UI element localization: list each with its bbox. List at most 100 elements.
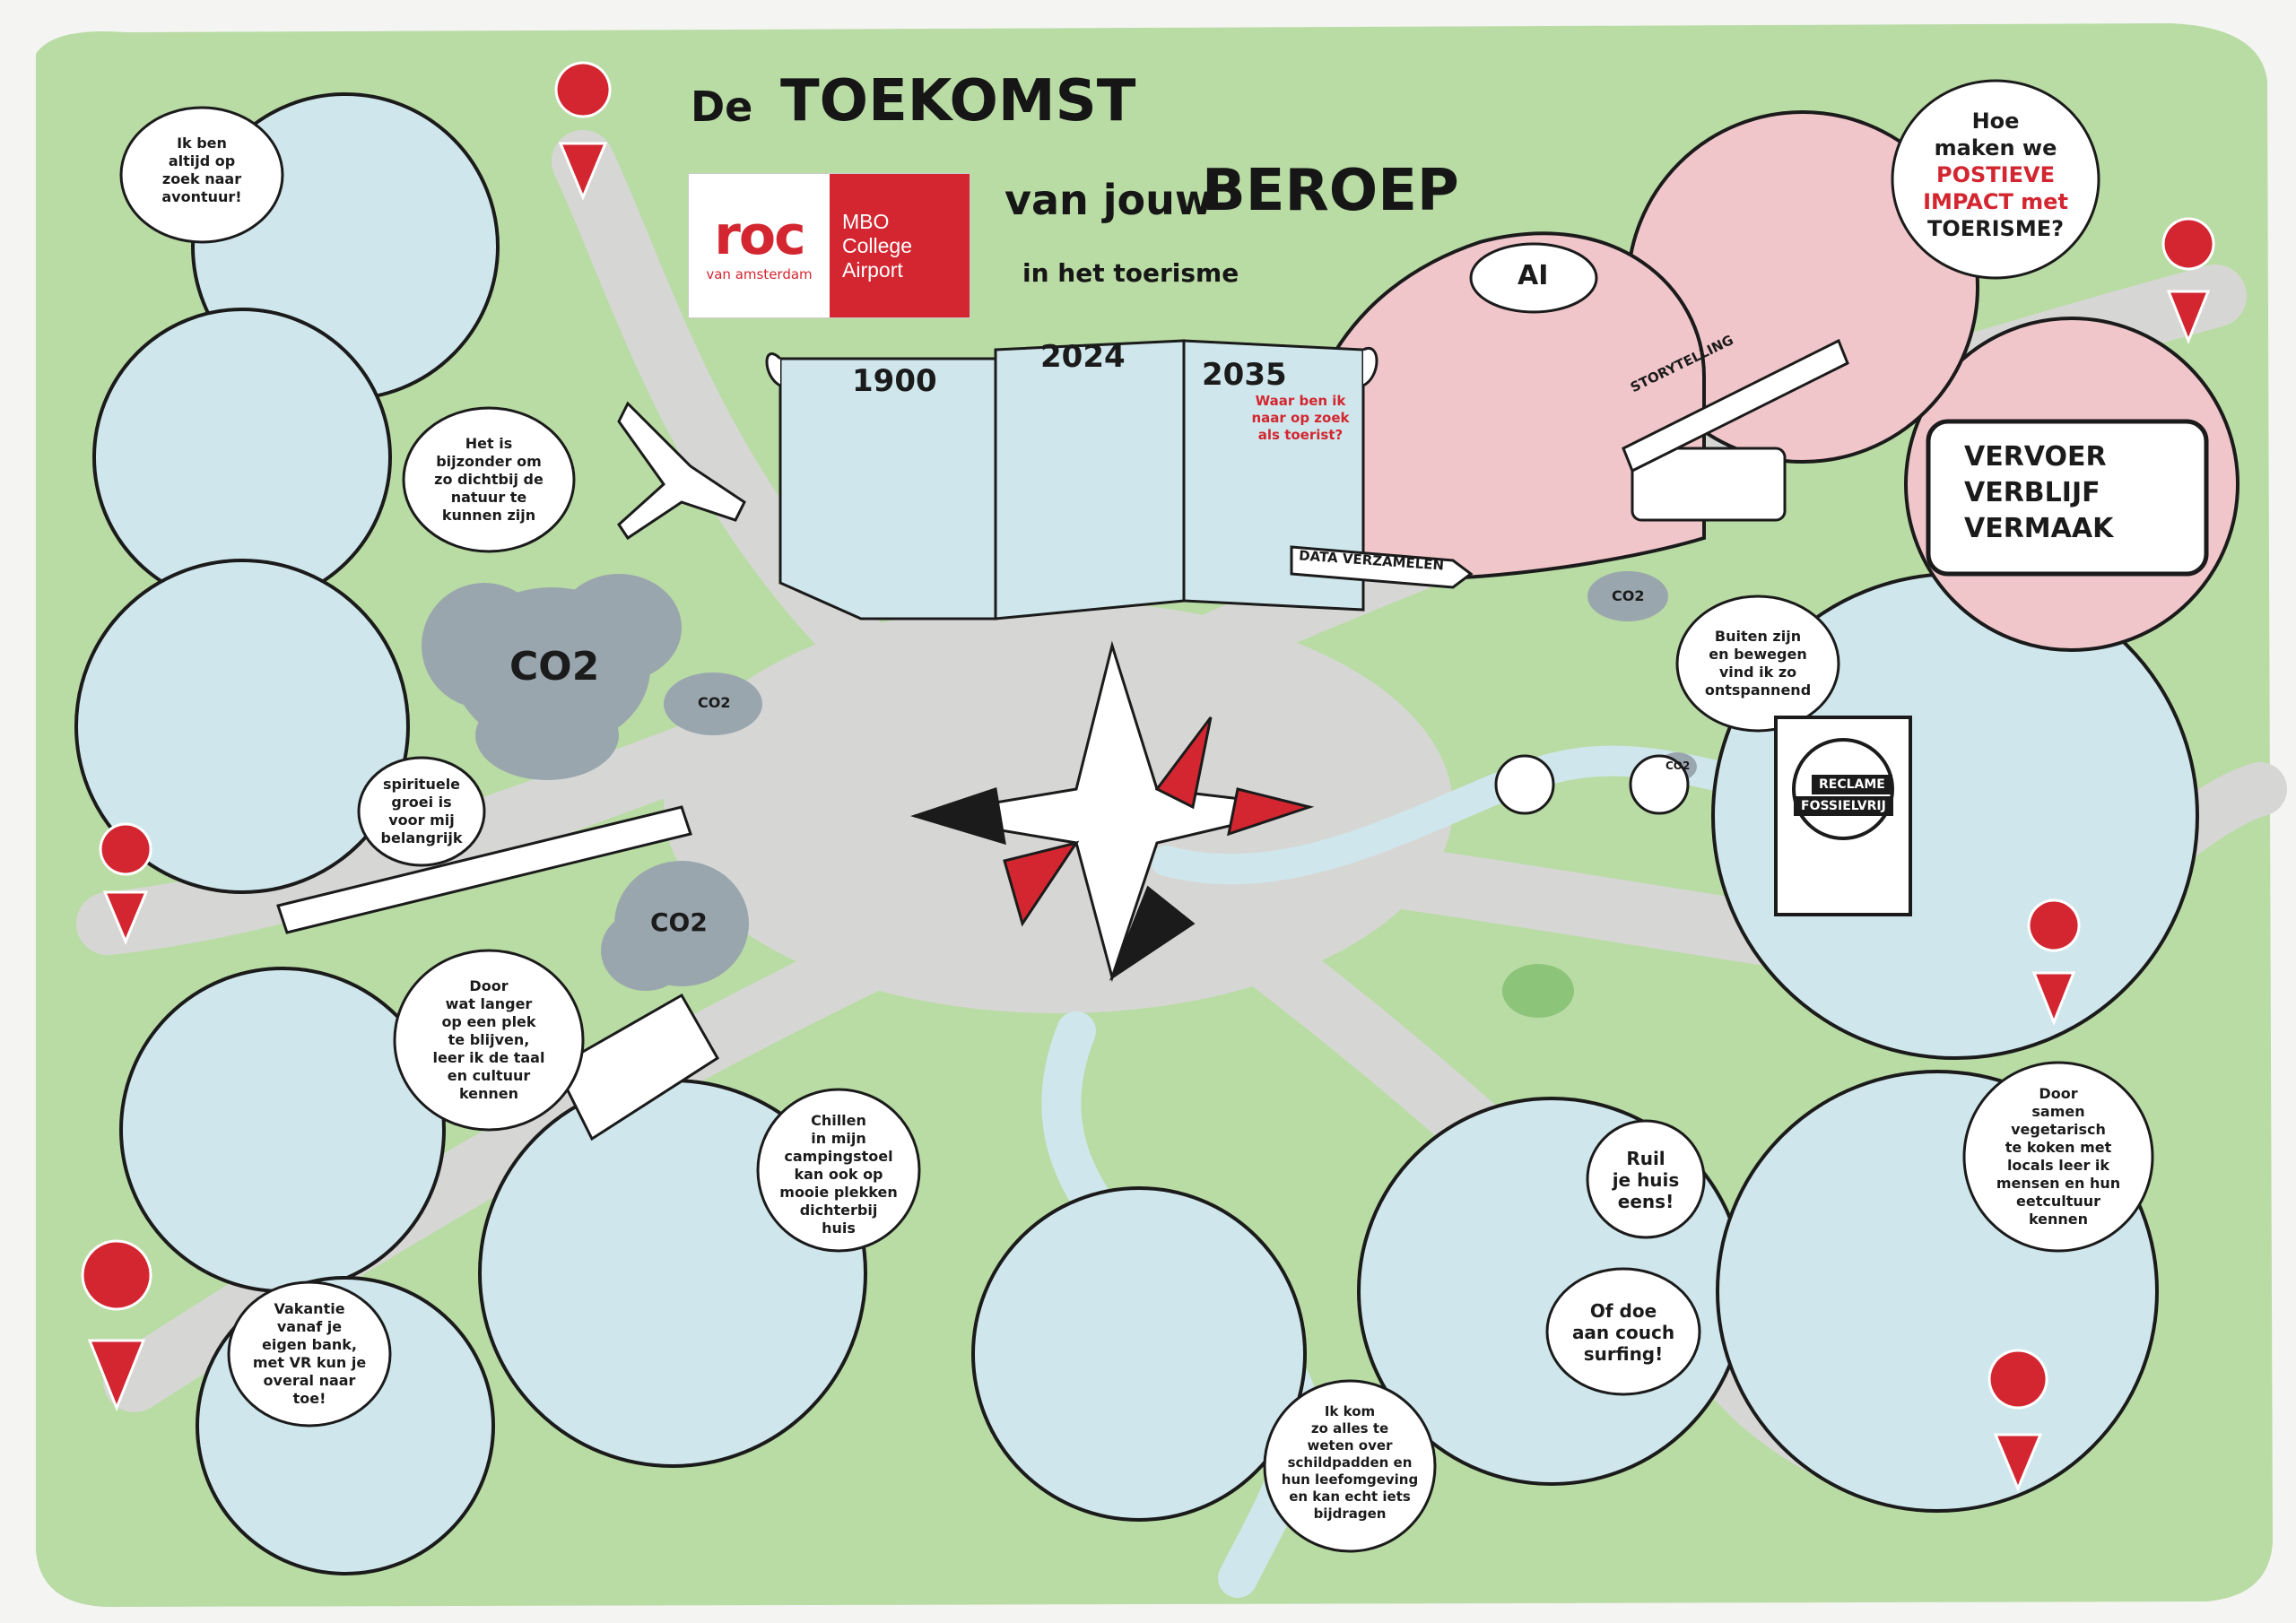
location-pins bbox=[81, 61, 2215, 1492]
bubble-line: Chillen bbox=[811, 1112, 866, 1129]
impact-line-red: POSTIEVE bbox=[1936, 162, 2055, 187]
bubble-line: bijzonder om bbox=[436, 453, 542, 470]
bubble-line: groei is bbox=[391, 794, 452, 811]
bubble-line: en kan echt iets bbox=[1289, 1488, 1411, 1505]
bubble-line: met VR kun je bbox=[252, 1354, 367, 1371]
bubble-line: en cultuur bbox=[447, 1067, 531, 1084]
bubble-line: surfing! bbox=[1583, 1343, 1664, 1365]
impact-line: maken we bbox=[1934, 135, 2057, 161]
vehicles bbox=[276, 401, 1787, 1141]
circle-turtle bbox=[971, 1186, 1307, 1522]
impact-line: TOERISME? bbox=[1926, 216, 2065, 241]
title-subtitle: in het toerisme bbox=[1022, 258, 1239, 288]
speech-bubbles bbox=[119, 79, 2154, 1553]
bubble-line: weten over bbox=[1307, 1437, 1393, 1454]
fossielvrij-sign: FOSSIELVRIJ bbox=[1794, 796, 1893, 816]
bubble-taal: Door wat langer op een plek te blijven, … bbox=[404, 977, 574, 1103]
data-ribbon bbox=[1290, 545, 1474, 589]
logo-line2: College bbox=[842, 233, 912, 257]
bubble-schildpad: Ik kom zo alles te weten over schildpadd… bbox=[1265, 1403, 1435, 1523]
bubble-line: eigen bank, bbox=[262, 1336, 357, 1353]
title-van-jouw: van jouw bbox=[1004, 176, 1213, 224]
logo-line3: Airport bbox=[842, 257, 903, 282]
impact-question: Hoe maken we POSTIEVE IMPACT met TOERISM… bbox=[1897, 108, 2094, 242]
bubble-ruil: Ruil je huis eens! bbox=[1596, 1148, 1695, 1212]
bubble-line: campingstoel bbox=[784, 1148, 893, 1165]
co2-label-bike: CO2 bbox=[1665, 759, 1691, 772]
bubble-line: mooie plekken bbox=[779, 1184, 898, 1201]
reclame-sign: RECLAME bbox=[1812, 775, 1892, 794]
bubble-line: toe! bbox=[292, 1390, 326, 1407]
compass-star bbox=[910, 640, 1315, 983]
bubble-line: kennen bbox=[458, 1085, 519, 1102]
bubble-line: vind ik zo bbox=[1718, 664, 1797, 681]
bubble-line: eetcultuur bbox=[2015, 1193, 2101, 1210]
bubble-line: wat langer bbox=[445, 995, 533, 1012]
bubble-line: huis bbox=[822, 1219, 856, 1237]
tablet-line: VERVOER bbox=[1964, 441, 2107, 473]
year-2024: 2024 bbox=[1040, 339, 1126, 375]
bubble-line: samen bbox=[2031, 1103, 2085, 1120]
bubble-line: Door bbox=[469, 977, 509, 994]
question-2035-line: Waar ben ik bbox=[1255, 393, 1346, 409]
question-2035-line: naar op zoek bbox=[1251, 410, 1350, 426]
bubble-line: zo dichtbij de bbox=[434, 471, 544, 488]
co2-label-small: CO2 bbox=[698, 694, 731, 711]
bubble-line: op een plek bbox=[441, 1013, 536, 1030]
roc-logo: roc van amsterdam MBO College Airport bbox=[688, 173, 970, 318]
circle-meditation bbox=[74, 559, 410, 894]
tablet bbox=[1926, 419, 2209, 577]
co2-clouds bbox=[422, 571, 1697, 991]
co2-label-medium: CO2 bbox=[650, 907, 708, 937]
logo-college-block: MBO College Airport bbox=[830, 174, 970, 317]
bubble-line: spirituele bbox=[382, 776, 461, 793]
bubble-line: leer ik de taal bbox=[432, 1049, 545, 1066]
roc-logo-mark: roc van amsterdam bbox=[689, 174, 830, 317]
bubble-vr: Vakantie vanaf je eigen bank, met VR kun… bbox=[233, 1300, 386, 1408]
bubble-line: en bewegen bbox=[1709, 646, 1807, 663]
bike-wheel-back bbox=[1629, 754, 1690, 815]
bubble-line: vegetarisch bbox=[2011, 1121, 2106, 1138]
bubble-koken: Door samen vegetarisch te koken met loca… bbox=[1978, 1085, 2139, 1228]
tablet-line: VERMAAK bbox=[1964, 513, 2114, 544]
tablet-text: VERVOER VERBLIJF VERMAAK bbox=[1964, 439, 2170, 547]
bus bbox=[1631, 447, 1787, 522]
bubble-line: vanaf je bbox=[276, 1318, 343, 1335]
year-2035: 2035 bbox=[1202, 357, 1287, 393]
airplane bbox=[617, 401, 746, 541]
bubble-line: voor mij bbox=[388, 812, 455, 829]
bike-wheel-front bbox=[1494, 754, 1555, 815]
logo-roc-sub: van amsterdam bbox=[706, 266, 813, 282]
bubble-line: dichterbij bbox=[799, 1202, 878, 1219]
logo-roc-text: roc bbox=[714, 204, 805, 267]
train bbox=[276, 805, 692, 934]
bubble-line: eens! bbox=[1617, 1191, 1674, 1212]
year-1900: 1900 bbox=[852, 363, 937, 399]
bubble-line: Ik kom bbox=[1324, 1403, 1376, 1419]
bubble-line: ontspannend bbox=[1704, 681, 1812, 699]
title-de: De bbox=[691, 82, 753, 131]
bubble-line: Ruil bbox=[1626, 1148, 1665, 1169]
green-cloud bbox=[1502, 964, 1574, 1018]
bubble-line: bijdragen bbox=[1313, 1506, 1387, 1522]
question-2035: Waar ben ik naar op zoek als toerist? bbox=[1247, 393, 1354, 444]
bubble-line: belangrijk bbox=[380, 829, 463, 846]
bubble-line: overal naar bbox=[263, 1372, 356, 1389]
bubble-line: Of doe bbox=[1589, 1300, 1657, 1322]
impact-line-red: IMPACT met bbox=[1923, 189, 2068, 214]
co2-label-bus: CO2 bbox=[1612, 587, 1645, 604]
bubble-line: mensen en hun bbox=[1996, 1175, 2121, 1192]
bubble-line: hun leefomgeving bbox=[1281, 1471, 1419, 1488]
bubble-line: te koken met bbox=[2005, 1139, 2112, 1156]
tablet-line: VERBLIJF bbox=[1964, 477, 2100, 508]
co2-label-large: CO2 bbox=[509, 644, 600, 690]
circle-remote-work bbox=[119, 967, 446, 1293]
bubble-buiten: Buiten zijn en bewegen vind ik zo ontspa… bbox=[1691, 628, 1825, 699]
bubble-line: Buiten zijn bbox=[1714, 628, 1802, 645]
bubble-line: in mijn bbox=[811, 1130, 866, 1147]
bubble-natuur: Het is bijzonder om zo dichtbij de natuu… bbox=[413, 435, 565, 525]
bubble-line: avontuur! bbox=[161, 188, 242, 205]
bubble-spiritueel: spirituele groei is voor mij belangrijk bbox=[368, 776, 475, 847]
